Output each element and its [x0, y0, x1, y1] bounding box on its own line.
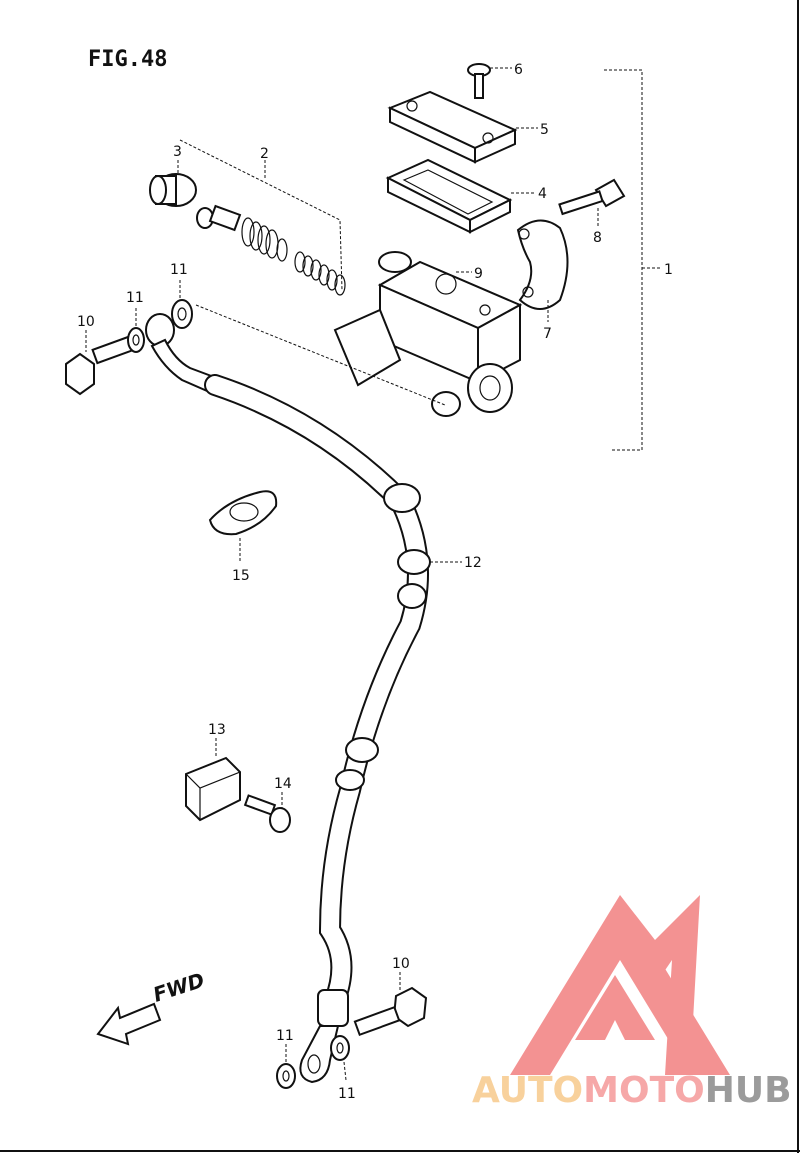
callout-14: 14	[274, 776, 292, 792]
part-10-banjo-bolt-top	[65, 330, 139, 396]
part-12-brake-hose	[145, 313, 462, 1084]
callout-labels: 1 2 3 4 5 6 7 8 9 10 10 11 11 11 11 12 1…	[77, 62, 673, 1102]
callout-13: 13	[208, 722, 226, 738]
forward-direction-indicator: FWD	[96, 968, 207, 1046]
watermark: AUTOMOTOHUB	[472, 895, 792, 1111]
part-11-washer-top-b	[171, 280, 193, 329]
figure-title: FIG.48	[88, 47, 167, 72]
part-10-banjo-bolt-bottom	[353, 972, 428, 1037]
part-11-washer-bottom-a	[276, 1044, 296, 1089]
part-13-guide	[184, 738, 242, 822]
assembly-bracket	[604, 69, 662, 451]
forward-arrow-icon	[96, 1002, 162, 1046]
callout-10-bottom: 10	[392, 956, 410, 972]
master-cylinder-body	[333, 251, 523, 417]
part-8-bolt	[558, 178, 626, 226]
callout-15: 15	[232, 568, 250, 584]
watermark-auto: AUTO	[472, 1070, 583, 1111]
callout-9: 9	[474, 266, 483, 282]
callout-12: 12	[464, 555, 482, 571]
watermark-logo-icon	[510, 895, 730, 1075]
callout-11-top-b: 11	[170, 262, 188, 278]
callout-7: 7	[543, 326, 552, 342]
part-11-washer-bottom-b	[330, 1035, 350, 1081]
part-3-boot	[149, 160, 197, 207]
callout-11-bottom-a: 11	[276, 1028, 294, 1044]
callout-4: 4	[538, 186, 547, 202]
part-15-clamp	[208, 490, 278, 562]
watermark-text: AUTOMOTOHUB	[472, 1070, 792, 1111]
part-4-diaphragm	[385, 158, 536, 234]
callout-10-top: 10	[77, 314, 95, 330]
callout-1: 1	[664, 262, 673, 278]
callout-5: 5	[540, 122, 549, 138]
callout-6: 6	[514, 62, 523, 78]
forward-label: FWD	[150, 968, 207, 1007]
part-7-clamp	[516, 219, 569, 322]
part-11-washer-top-a	[127, 308, 145, 353]
watermark-hub: HUB	[705, 1070, 792, 1111]
part-14-screw	[243, 792, 291, 833]
part-6-screw	[467, 63, 512, 99]
callout-11-bottom-b: 11	[338, 1086, 356, 1102]
part-2-piston-kit	[179, 139, 346, 296]
callout-11-top-a: 11	[126, 290, 144, 306]
callout-2: 2	[260, 146, 269, 162]
callout-8: 8	[593, 230, 602, 246]
part-5-cap	[387, 90, 538, 164]
callout-3: 3	[173, 144, 182, 160]
watermark-moto: MOTO	[583, 1070, 705, 1111]
